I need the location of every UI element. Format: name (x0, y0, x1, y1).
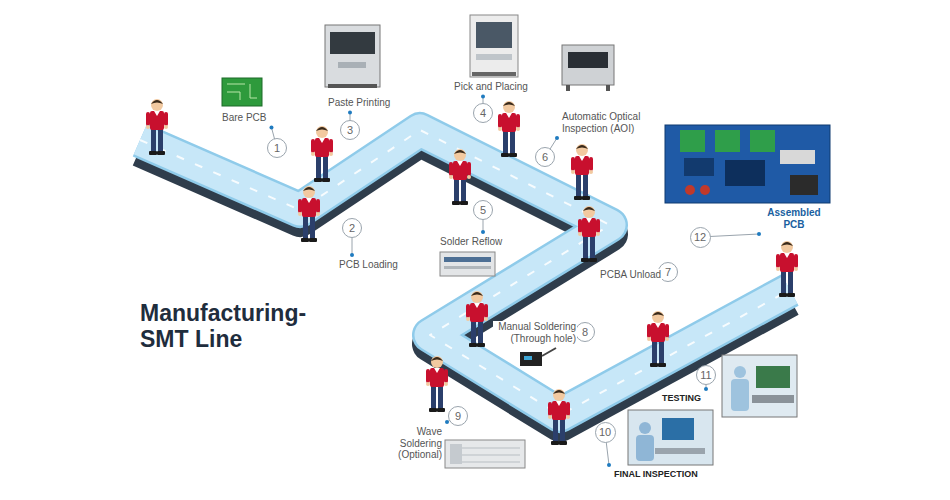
worker-figure (466, 291, 488, 347)
worker-figure (449, 149, 471, 205)
leader-lines (269, 95, 761, 468)
bare-pcb-picture (222, 78, 262, 106)
step-number: 5 (480, 205, 486, 216)
step-label: PCB Loading (338, 259, 399, 271)
worker-figure (498, 101, 520, 157)
step-label: Paste Printing (327, 97, 391, 109)
leader-dot (704, 387, 708, 391)
step-circle: 12Assembled PCB (690, 227, 711, 248)
step-circle: 5Solder Reflow (473, 200, 493, 220)
step-number: 1 (274, 143, 280, 154)
step-label: Manual Soldering (Through hole) (493, 321, 577, 344)
testing-photo (722, 355, 797, 417)
step-number: 2 (349, 223, 355, 234)
worker-figure (578, 206, 600, 262)
worker-figure (146, 99, 168, 155)
step-number: 3 (347, 125, 353, 136)
worker-figure (298, 186, 320, 242)
worker-figure (548, 389, 570, 445)
step-number: 8 (582, 327, 588, 338)
paste-printer-machine (325, 25, 380, 88)
step-circle: 1Bare PCB (267, 138, 287, 158)
worker-figure (647, 311, 669, 367)
assembled-pcb-picture (665, 125, 830, 203)
step-label: FINAL INSPECTION (613, 469, 699, 479)
step-number: 4 (480, 108, 486, 119)
diagram-title: Manufacturing- SMT Line (140, 300, 330, 353)
leader-dot (607, 463, 611, 467)
worker-figure (571, 144, 593, 200)
worker-figure (311, 126, 333, 182)
step-number: 6 (542, 152, 548, 163)
step-circle: 4Pick and Placing (473, 103, 493, 123)
step-label: Bare PCB (221, 112, 267, 124)
reflow-oven (440, 252, 495, 276)
aoi-machine (562, 45, 614, 91)
leader-dot (348, 111, 352, 115)
step-label: TESTING (661, 393, 702, 403)
leader-dot (555, 136, 559, 140)
pick-and-place-machine (470, 15, 518, 77)
step-circle: 9Wave Soldering (Optional) (448, 406, 468, 426)
final-inspection-photo (628, 410, 713, 465)
step-number: 10 (599, 427, 611, 438)
soldering-station (520, 348, 556, 366)
workers (146, 99, 798, 445)
leader-dot (757, 232, 761, 236)
leader-dot (350, 253, 354, 257)
step-circle: 11TESTING (696, 365, 716, 385)
worker-figure (426, 356, 448, 412)
worker-figure (776, 241, 798, 297)
step-number: 12 (694, 232, 706, 243)
step-label: Solder Reflow (439, 236, 503, 248)
step-number: 9 (455, 411, 461, 422)
leader-dot (481, 230, 485, 234)
step-circle: 6Automatic Optical Inspection (AOI) (535, 147, 555, 167)
step-label: PCBA Unload (599, 269, 662, 281)
step-number: 11 (700, 370, 711, 381)
step-number: 7 (665, 267, 671, 278)
step-circle: 3Paste Printing (340, 120, 360, 140)
step-label: Pick and Placing (453, 81, 529, 93)
step-label: Assembled PCB (763, 207, 825, 230)
step-circle: 7PCBA Unload (658, 262, 678, 282)
leader-dot (481, 95, 485, 99)
leader-dot (269, 126, 273, 130)
step-circle: 10FINAL INSPECTION (595, 422, 616, 443)
wave-soldering-machine (445, 440, 525, 468)
step-circle: 8Manual Soldering (Through hole) (575, 322, 595, 342)
conveyor-belt (140, 130, 790, 424)
step-label: Automatic Optical Inspection (AOI) (561, 111, 663, 134)
step-label: Wave Soldering (Optional) (386, 426, 443, 461)
step-circle: 2PCB Loading (342, 218, 362, 238)
